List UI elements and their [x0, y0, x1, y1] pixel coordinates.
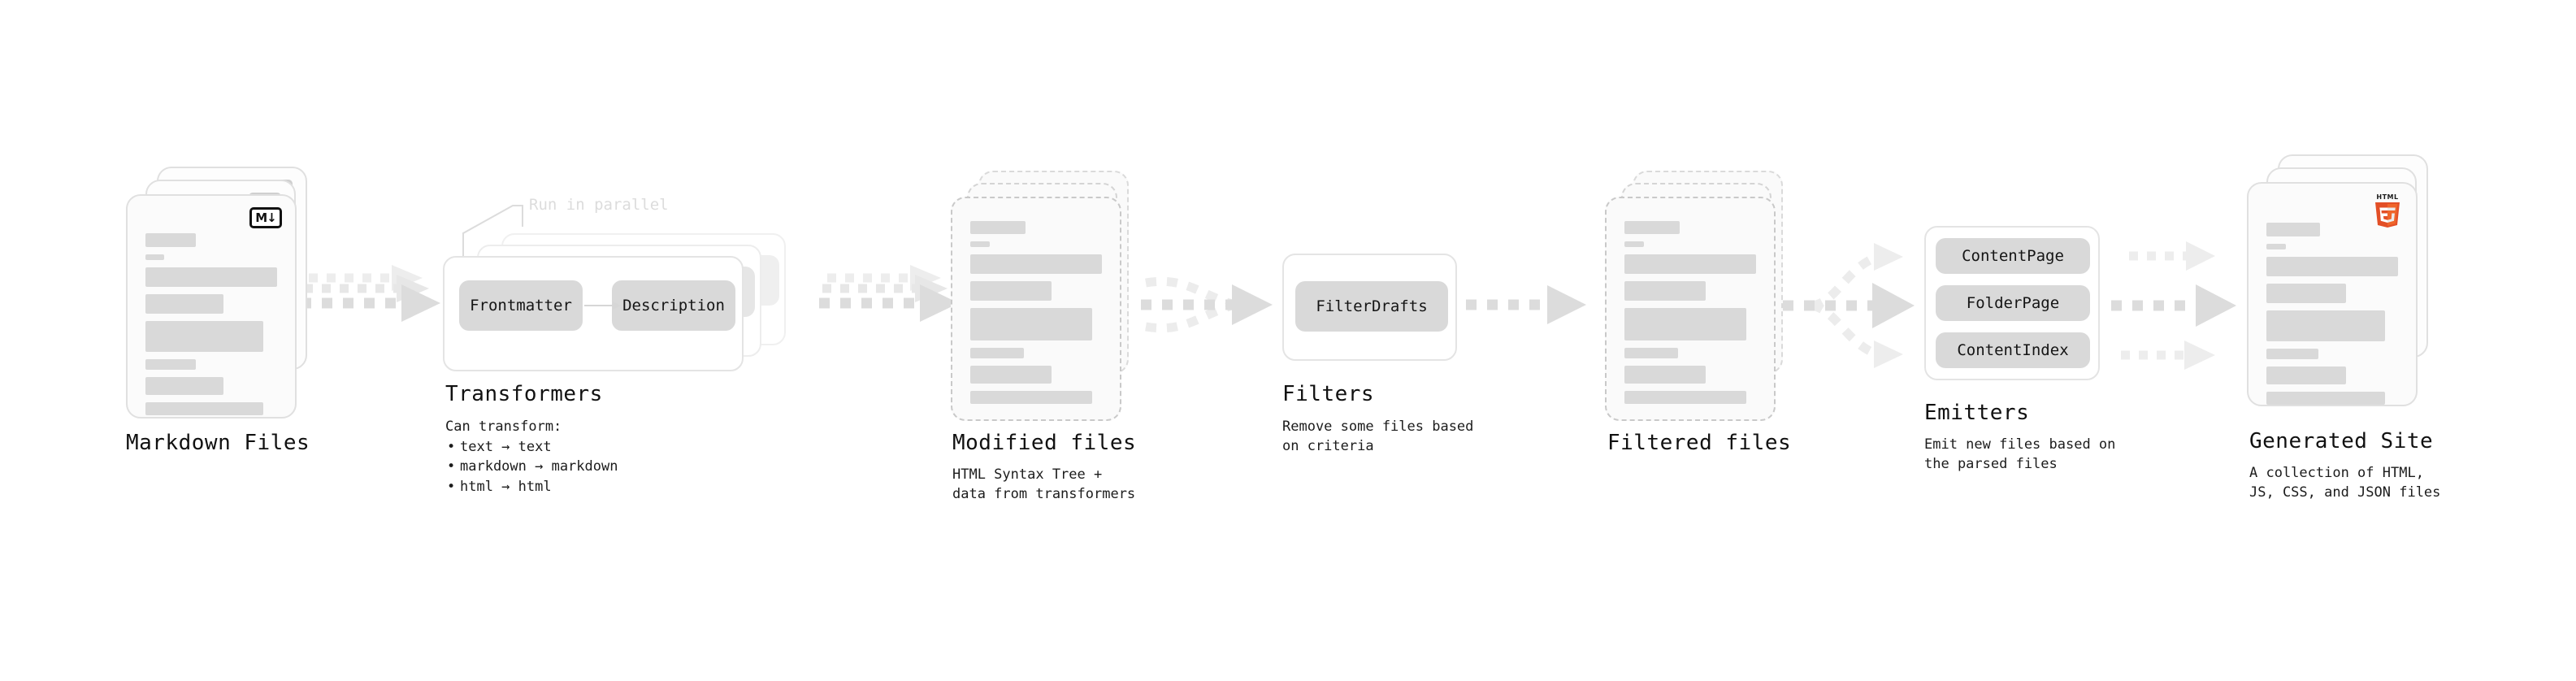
- content-bar: [2266, 284, 2346, 303]
- generated-file-card-html: HTML: [2247, 182, 2418, 406]
- connector-markdown-to-transformers: [301, 265, 440, 322]
- markdown-files-stack: M↓ M↓ M↓: [126, 167, 313, 419]
- transformers-capabilities-list: text → text markdown → markdown html → h…: [445, 437, 618, 497]
- stage-subtitle-filters: Remove some files based on criteria: [1282, 419, 1474, 455]
- generated-site-stack: CSS HTML: [2247, 154, 2442, 414]
- filtered-file-card-front: [1605, 197, 1776, 421]
- content-bar: [145, 267, 277, 287]
- content-bar: [2266, 244, 2286, 249]
- content-bar: [970, 281, 1052, 301]
- run-in-parallel-annotation: Run in parallel: [529, 196, 669, 214]
- emitter-pill-contentindex[interactable]: ContentIndex: [1936, 332, 2090, 368]
- stage-subtitle-modified-files: HTML Syntax Tree + data from transformer…: [952, 466, 1136, 503]
- connector-filtered-to-emitters: [1783, 243, 1915, 368]
- transformers-capabilities: Can transform: text → text markdown → ma…: [445, 417, 618, 497]
- content-bar: [145, 359, 196, 370]
- connector-modified-to-filters: [1141, 276, 1273, 333]
- file-content-placeholder: [145, 233, 277, 415]
- run-in-parallel-bracket: [462, 205, 523, 266]
- transformer-arrow: [584, 301, 621, 310]
- content-bar: [1624, 241, 1644, 247]
- content-bar: [1624, 281, 1706, 301]
- content-bar: [2266, 367, 2346, 384]
- content-bar: [970, 348, 1024, 358]
- content-bar: [145, 294, 223, 314]
- stage-title-generated-site: Generated Site: [2249, 429, 2434, 453]
- stage-title-markdown-files: Markdown Files: [126, 431, 310, 455]
- file-content-placeholder: [1624, 221, 1756, 404]
- content-bar: [970, 241, 990, 247]
- content-bar: [2266, 223, 2320, 236]
- content-bar: [1624, 308, 1746, 340]
- content-bar: [970, 308, 1092, 340]
- content-bar: [2266, 392, 2385, 405]
- connector-transformers-to-modified: [819, 265, 959, 322]
- markdown-file-card-front: M↓: [126, 194, 297, 419]
- content-bar: [2266, 257, 2398, 276]
- stage-title-modified-files: Modified files: [952, 431, 1137, 455]
- filtered-files-stack: [1605, 171, 1792, 423]
- content-bar: [1624, 391, 1746, 404]
- content-bar: [145, 377, 223, 395]
- content-bar: [145, 254, 164, 260]
- markdown-icon: M↓: [249, 207, 282, 228]
- stage-title-transformers: Transformers: [445, 382, 603, 406]
- content-bar: [970, 254, 1102, 274]
- emitter-pill-contentpage[interactable]: ContentPage: [1936, 238, 2090, 274]
- modified-file-card-front: [951, 197, 1121, 421]
- transformer-pill-frontmatter[interactable]: Frontmatter: [459, 280, 583, 331]
- list-item: html → html: [447, 477, 618, 497]
- content-bar: [145, 321, 263, 352]
- filters-box: FilterDrafts: [1282, 254, 1457, 361]
- filter-pill-filterdrafts[interactable]: FilterDrafts: [1295, 281, 1448, 332]
- emitter-pill-folderpage[interactable]: FolderPage: [1936, 285, 2090, 321]
- stage-title-filters: Filters: [1282, 382, 1375, 406]
- transformer-pill-description[interactable]: Description: [612, 280, 735, 331]
- content-bar: [1624, 348, 1678, 358]
- list-item: text → text: [447, 437, 618, 458]
- content-bar: [2266, 310, 2385, 341]
- content-bar: [2266, 349, 2318, 359]
- content-bar: [1624, 221, 1680, 234]
- emitters-box: ContentPage FolderPage ContentIndex: [1924, 226, 2100, 380]
- modified-files-stack: [951, 171, 1138, 423]
- file-content-placeholder: [970, 221, 1102, 404]
- stage-title-emitters: Emitters: [1924, 401, 2030, 425]
- connector-emitters-to-site: [2111, 241, 2236, 370]
- content-bar: [145, 233, 196, 247]
- content-bar: [970, 221, 1026, 234]
- stage-subtitle-emitters: Emit new files based on the parsed files: [1924, 436, 2116, 473]
- stage-subtitle-generated-site: A collection of HTML, JS, CSS, and JSON …: [2249, 465, 2441, 501]
- file-content-placeholder: [2266, 223, 2398, 405]
- html5-icon: HTML: [2372, 192, 2403, 228]
- transformer-box-front: Frontmatter Description: [443, 256, 744, 371]
- transformers-capabilities-header: Can transform:: [445, 419, 562, 435]
- transformers-group: Run in parallel Frontmatter Description …: [443, 196, 825, 371]
- content-bar: [145, 402, 263, 415]
- connector-filters-to-filtered: [1466, 285, 1586, 324]
- content-bar: [1624, 366, 1706, 384]
- content-bar: [970, 366, 1052, 384]
- list-item: markdown → markdown: [447, 457, 618, 477]
- stage-title-filtered-files: Filtered files: [1607, 431, 1792, 455]
- content-bar: [1624, 254, 1756, 274]
- svg-text:HTML: HTML: [2376, 193, 2398, 201]
- content-bar: [970, 391, 1092, 404]
